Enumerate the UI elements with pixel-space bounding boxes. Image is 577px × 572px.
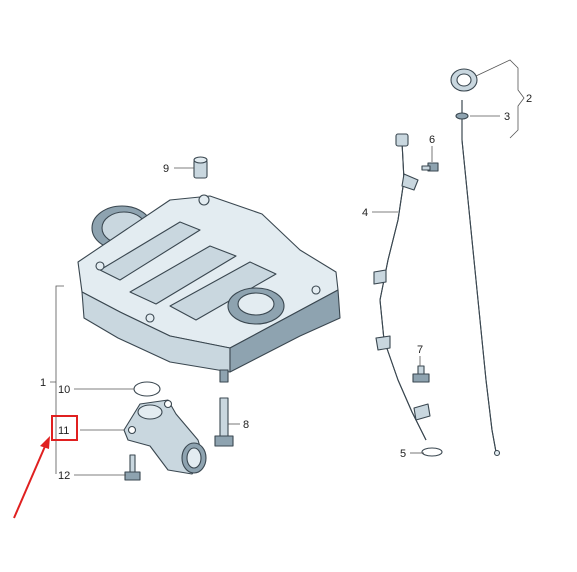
callout-7: 7 — [417, 344, 423, 356]
bolt-part-7 — [412, 365, 430, 383]
callout-2: 2 — [526, 93, 532, 105]
dipstick-guide-tube-part-4 — [373, 133, 431, 441]
highlight-arrow — [13, 443, 47, 519]
callout-9: 9 — [163, 163, 169, 175]
highlight-box — [51, 415, 78, 441]
bolt-part-6 — [421, 162, 439, 172]
callout-6: 6 — [429, 134, 435, 146]
callout-1: 1 — [40, 377, 46, 389]
callout-11: 11 — [58, 425, 69, 437]
highlight-marker — [13, 415, 78, 519]
intake-flange-part-11 — [123, 399, 207, 475]
callout-10: 10 — [58, 384, 70, 396]
oil-pump-housing — [77, 194, 341, 383]
highlight-arrow-head — [40, 436, 50, 449]
callout-labels: 1 2 3 4 5 6 7 8 9 10 11 12 — [40, 93, 532, 482]
leader-lines — [50, 59, 525, 476]
sleeve-part-9 — [193, 156, 208, 179]
dipstick-part-2 — [450, 68, 501, 457]
callout-5: 5 — [400, 448, 406, 460]
callout-4: 4 — [362, 207, 368, 219]
o-ring-part-3 — [455, 112, 469, 120]
callout-8: 8 — [243, 419, 249, 431]
callout-12: 12 — [58, 470, 70, 482]
o-ring-part-10 — [133, 381, 161, 397]
seal-ring-part-5 — [421, 447, 443, 457]
bolt-part-8 — [214, 397, 234, 447]
callout-3: 3 — [504, 111, 510, 123]
bolt-part-12 — [124, 454, 141, 481]
